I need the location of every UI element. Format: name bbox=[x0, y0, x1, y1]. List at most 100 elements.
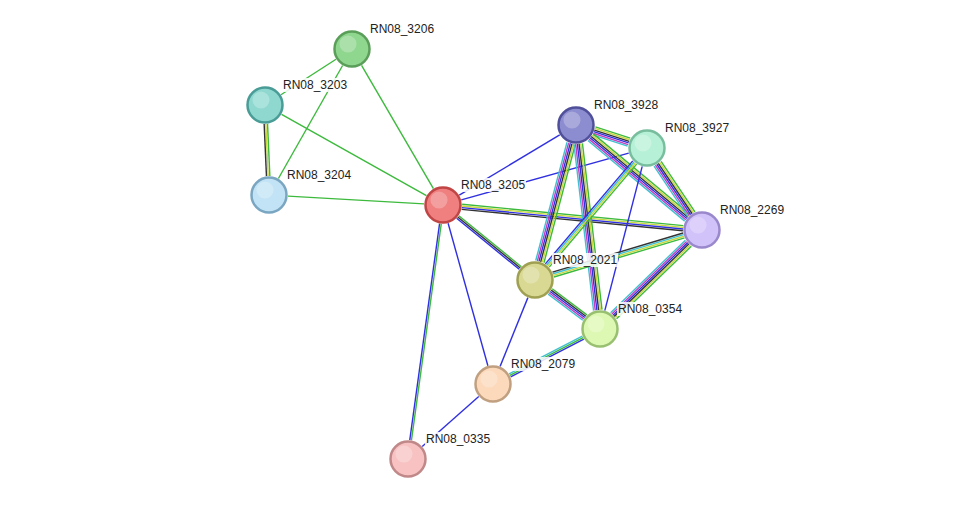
interaction-edge bbox=[410, 224, 441, 441]
evidence-line bbox=[462, 209, 683, 230]
interaction-edge bbox=[448, 223, 488, 365]
interaction-edge bbox=[654, 161, 695, 216]
node-circle bbox=[518, 263, 553, 298]
node-circle bbox=[685, 213, 720, 248]
node-circle bbox=[581, 310, 619, 348]
interaction-edge bbox=[536, 142, 576, 262]
node-label: RN08_2021 bbox=[552, 253, 618, 267]
node-circle bbox=[476, 367, 511, 402]
protein-node: RN08_3205 bbox=[424, 186, 462, 224]
node-circle bbox=[628, 129, 666, 167]
node-label: RN08_3203 bbox=[282, 78, 348, 92]
protein-node: RN08_3206 bbox=[333, 30, 371, 68]
node-label: RN08_3204 bbox=[286, 168, 352, 182]
evidence-line bbox=[461, 153, 628, 200]
node-circle bbox=[248, 88, 283, 123]
node-circle bbox=[252, 178, 287, 213]
evidence-line bbox=[658, 163, 692, 213]
node-label: RN08_2269 bbox=[719, 203, 785, 217]
evidence-line bbox=[654, 166, 688, 216]
protein-node: RN08_2079 bbox=[474, 365, 512, 403]
node-label: RN08_0354 bbox=[617, 302, 683, 316]
node-circle bbox=[683, 211, 721, 249]
evidence-line bbox=[549, 164, 636, 267]
evidence-line bbox=[458, 217, 521, 268]
interaction-edge bbox=[362, 65, 434, 188]
node-circle bbox=[333, 30, 371, 68]
evidence-line bbox=[511, 339, 584, 377]
evidence-line bbox=[592, 135, 689, 216]
evidence-line bbox=[617, 246, 692, 319]
interaction-edge bbox=[611, 240, 692, 319]
evidence-line bbox=[459, 216, 522, 267]
evidence-line bbox=[457, 218, 520, 269]
evidence-line bbox=[264, 124, 266, 176]
node-highlight bbox=[480, 370, 497, 387]
node-label: RN08_3205 bbox=[460, 178, 526, 192]
node-circle bbox=[391, 442, 426, 477]
node-highlight bbox=[430, 191, 447, 208]
node-highlight bbox=[587, 315, 604, 332]
evidence-line bbox=[362, 65, 434, 188]
node-circle bbox=[424, 186, 462, 224]
evidence-line bbox=[551, 290, 586, 316]
node-highlight bbox=[256, 181, 273, 198]
evidence-line bbox=[613, 243, 688, 316]
evidence-line bbox=[410, 224, 440, 440]
interaction-edge bbox=[509, 336, 584, 377]
evidence-line bbox=[550, 291, 585, 317]
protein-node: RN08_2269 bbox=[683, 211, 721, 249]
evidence-line bbox=[660, 162, 694, 212]
protein-node: RN08_3204 bbox=[250, 176, 288, 214]
evidence-line bbox=[282, 114, 427, 195]
node-label: RN08_3206 bbox=[369, 22, 435, 36]
evidence-line bbox=[614, 244, 689, 317]
node-highlight bbox=[689, 216, 706, 233]
protein-node: RN08_0335 bbox=[389, 440, 427, 478]
node-highlight bbox=[339, 35, 356, 52]
interaction-edge bbox=[461, 153, 628, 200]
node-circle bbox=[630, 131, 665, 166]
node-highlight bbox=[395, 445, 412, 462]
interaction-edge bbox=[282, 114, 427, 195]
node-circle bbox=[557, 106, 595, 144]
node-circle bbox=[389, 440, 427, 478]
protein-node: RN08_2021 bbox=[516, 261, 554, 299]
evidence-line bbox=[510, 338, 583, 376]
protein-node: RN08_3203 bbox=[246, 86, 284, 124]
evidence-line bbox=[509, 336, 582, 374]
node-circle bbox=[559, 108, 594, 143]
evidence-line bbox=[539, 143, 570, 261]
node-circle bbox=[250, 176, 288, 214]
evidence-line bbox=[544, 144, 575, 262]
protein-node: RN08_3928 bbox=[557, 106, 595, 144]
evidence-line bbox=[448, 223, 488, 365]
evidence-line bbox=[548, 294, 583, 320]
node-label: RN08_2079 bbox=[510, 357, 576, 371]
node-highlight bbox=[252, 91, 269, 108]
evidence-line bbox=[593, 134, 690, 215]
node-label: RN08_3927 bbox=[664, 121, 730, 135]
evidence-line bbox=[411, 224, 441, 440]
node-circle bbox=[335, 32, 370, 67]
evidence-line bbox=[288, 196, 424, 204]
node-label: RN08_0335 bbox=[425, 432, 491, 446]
interaction-edge bbox=[264, 124, 270, 176]
evidence-line bbox=[655, 165, 689, 215]
node-highlight bbox=[634, 134, 651, 151]
node-highlight bbox=[522, 266, 539, 283]
evidence-line bbox=[545, 161, 632, 264]
interaction-edge bbox=[288, 196, 424, 204]
evidence-line bbox=[462, 208, 683, 229]
node-circle bbox=[583, 312, 618, 347]
protein-node: RN08_0354 bbox=[581, 310, 619, 348]
evidence-line bbox=[661, 161, 695, 211]
node-circle bbox=[474, 365, 512, 403]
node-circle bbox=[246, 86, 284, 124]
node-circle bbox=[426, 188, 461, 223]
evidence-line bbox=[615, 245, 690, 318]
interaction-edge bbox=[462, 204, 684, 230]
interaction-edge bbox=[457, 216, 522, 270]
